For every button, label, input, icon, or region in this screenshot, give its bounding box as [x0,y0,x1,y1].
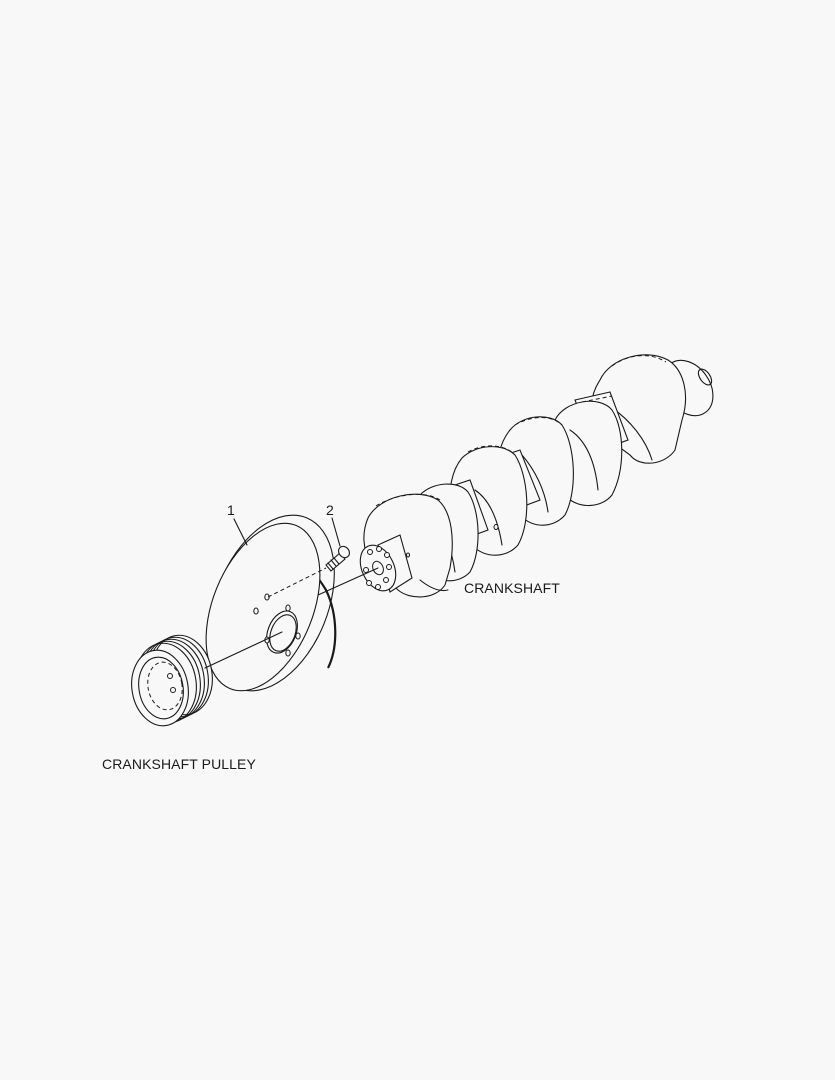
bolt-drawing [325,545,350,572]
assembly-lines [204,517,379,669]
crankshaft-pulley-drawing [131,634,213,727]
crankshaft-pulley-label: CRANKSHAFT PULLEY [102,756,256,772]
callout-number-2: 2 [326,502,334,518]
callout-number-1: 1 [227,502,235,518]
damper-plate-drawing [205,514,337,692]
crankshaft-drawing [359,354,714,598]
crankshaft-label: CRANKSHAFT [464,580,560,596]
